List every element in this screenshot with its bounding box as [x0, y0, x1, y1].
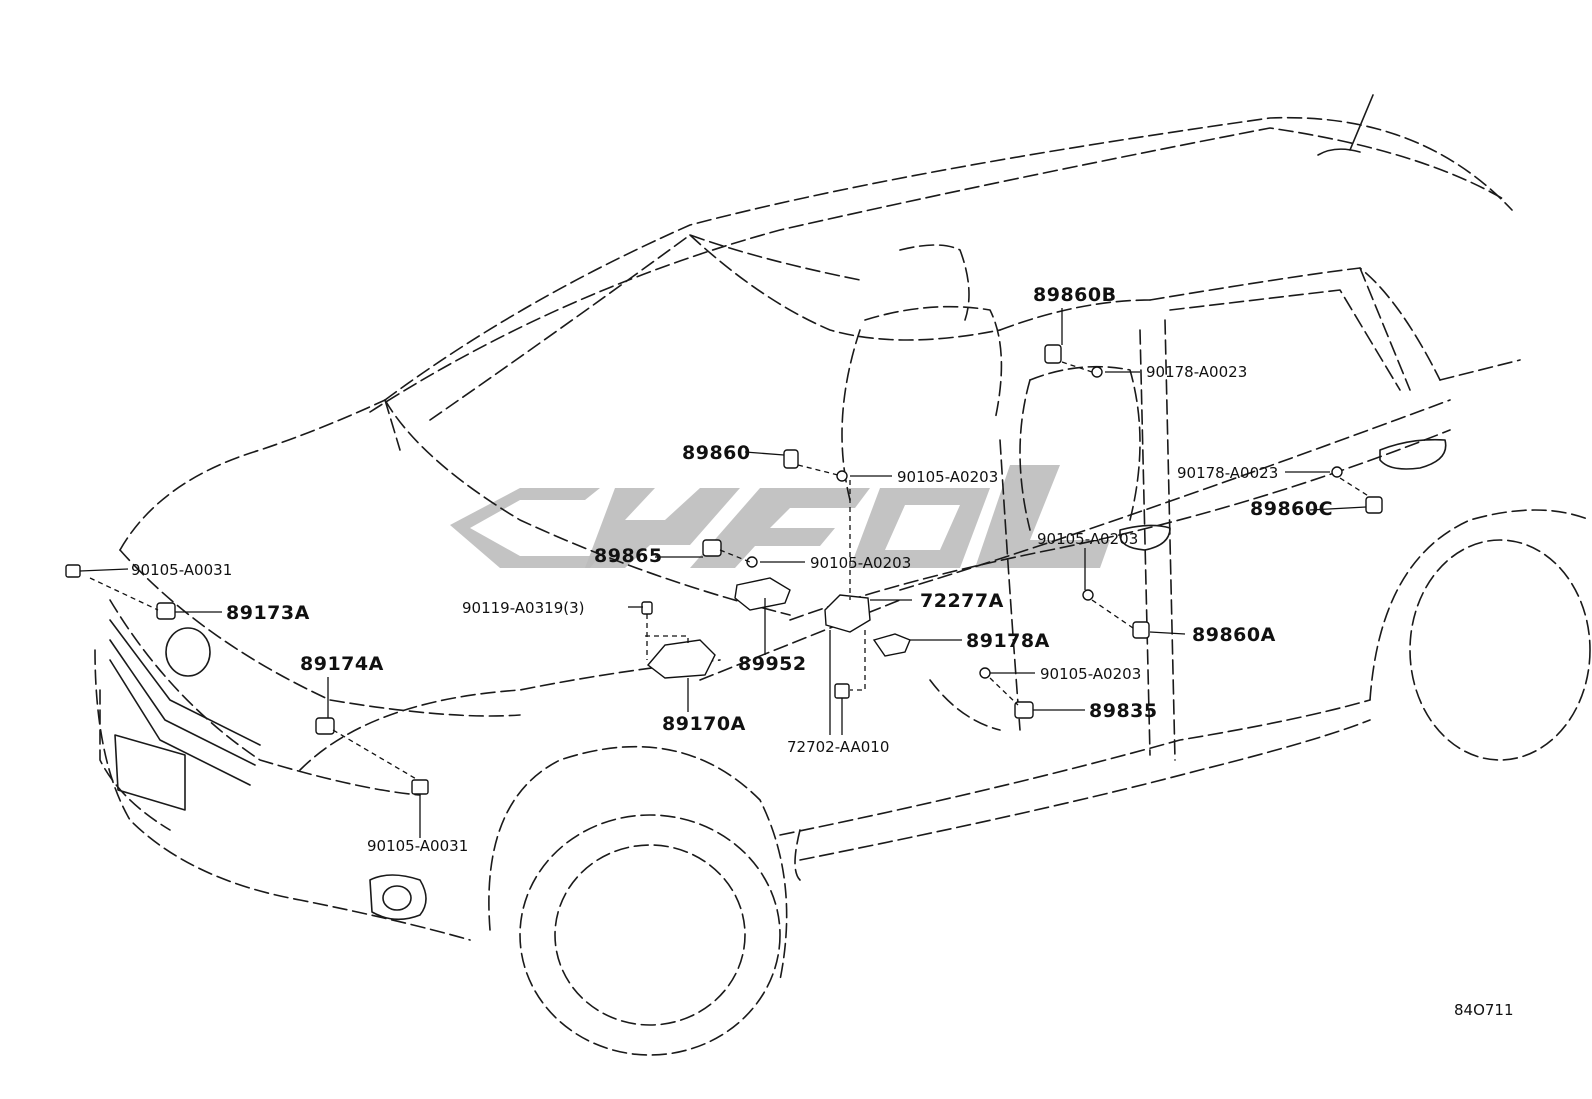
bolt-90105-a0031-1-shape	[65, 564, 81, 578]
label-72277A: 72277A	[920, 590, 1004, 612]
callout-labels: 89860B 90178-A0023 89860 90105-A0203 901…	[131, 284, 1514, 1019]
label-90105-a0203-3: 90105-A0203	[810, 554, 911, 572]
watermark-logo	[450, 465, 1110, 568]
label-90105-a0203-2: 90105-A0203	[1037, 530, 1138, 548]
bolt-90105-a0031-2-shape	[411, 779, 429, 795]
sensor-89860A-shape	[1132, 621, 1150, 639]
label-89170A: 89170A	[662, 713, 746, 735]
label-89173A: 89173A	[226, 602, 310, 624]
bolt-72702-shape	[834, 683, 850, 699]
sensor-89865-shape	[702, 539, 722, 557]
bolt-90105-a0203-3-shape	[746, 556, 758, 568]
sensor-89174A-shape	[315, 717, 335, 735]
label-90119-a0319: 90119-A0319(3)	[462, 599, 584, 617]
nut-90178-1-shape	[1091, 366, 1103, 378]
sensor-89860B-shape	[1044, 344, 1062, 364]
part-symbols	[65, 344, 1383, 795]
leader-lines	[79, 308, 1371, 838]
label-89174A: 89174A	[300, 653, 384, 675]
label-90178-a0023-2: 90178-A0023	[1177, 464, 1278, 482]
label-90105-a0203-4: 90105-A0203	[1040, 665, 1141, 683]
bolt-90119-shape	[641, 601, 653, 615]
ecu-89170A-shape	[646, 639, 716, 679]
sensor-89860C-shape	[1365, 496, 1383, 514]
sensor-89173A-shape	[156, 602, 176, 620]
label-89860B: 89860B	[1033, 284, 1117, 306]
vehicle-outline	[94, 94, 1591, 1056]
label-89860A: 89860A	[1192, 624, 1276, 646]
label-89178A: 89178A	[966, 630, 1050, 652]
label-90105-a0031-2: 90105-A0031	[367, 837, 468, 855]
label-89860C: 89860C	[1250, 498, 1333, 520]
label-72702-aa010: 72702-AA010	[787, 738, 889, 756]
sensor-89860-shape	[783, 449, 799, 469]
label-90178-a0023-1: 90178-A0023	[1146, 363, 1247, 381]
label-90105-a0031-1: 90105-A0031	[131, 561, 232, 579]
bolt-90105-a0203-4-shape	[979, 667, 991, 679]
ecu-89952-shape	[734, 577, 791, 611]
bracket-72277A-shape	[824, 594, 871, 633]
label-89860: 89860	[682, 442, 751, 464]
label-90105-a0203-1: 90105-A0203	[897, 468, 998, 486]
diagram-code: 84O711	[1454, 1001, 1514, 1019]
bolt-90105-a0203-2-shape	[1082, 589, 1094, 601]
nut-90178-2-shape	[1331, 466, 1343, 478]
sensor-89178A-shape	[872, 633, 911, 657]
label-89865: 89865	[594, 545, 663, 567]
label-89952: 89952	[738, 653, 807, 675]
bolt-90105-a0203-1-shape	[836, 470, 848, 482]
label-89835: 89835	[1089, 700, 1158, 722]
